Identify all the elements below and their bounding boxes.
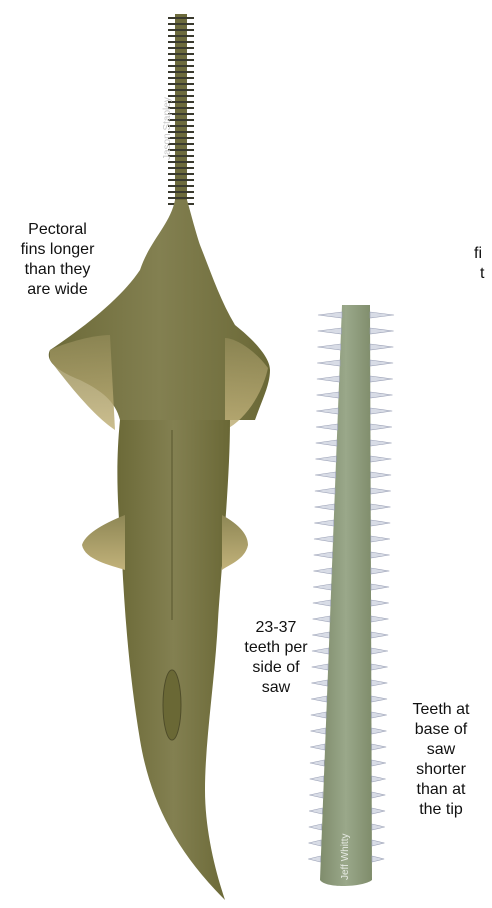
saw-tooth-left — [316, 424, 338, 430]
saw-tooth-left — [310, 760, 324, 766]
saw-tooth-left — [317, 360, 340, 366]
saw-tooth-right — [371, 568, 389, 574]
saw-tooth-right — [370, 392, 392, 398]
saw-tooth-left — [310, 776, 324, 782]
saw-tooth-left — [309, 824, 322, 830]
saw-tooth-left — [315, 504, 335, 510]
saw-tooth-right — [372, 840, 385, 846]
saw-tooth-right — [370, 440, 391, 446]
saw-tooth-left — [315, 456, 336, 462]
saw-tooth-right — [371, 632, 388, 638]
saw-tooth-right — [372, 824, 385, 830]
saw-tooth-right — [370, 312, 394, 318]
cropped-annotation: fi t — [474, 244, 492, 284]
saw-tooth-right — [370, 424, 392, 430]
saw-tooth-right — [370, 408, 392, 414]
credit-jeff-whitty: Jeff Whitty — [340, 834, 351, 881]
pectoral-fins-annotation: Pectoral fins longer than they are wide — [0, 220, 115, 300]
saw-tooth-left — [311, 712, 326, 718]
saw-tooth-right — [370, 376, 393, 382]
saw-tooth-left — [317, 376, 340, 382]
saw-tooth-left — [316, 408, 338, 414]
saw-tooth-left — [313, 616, 330, 622]
saw-tooth-left — [315, 488, 335, 494]
saw-tooth-right — [371, 584, 389, 590]
saw-tooth-right — [371, 680, 387, 686]
saw-tooth-left — [314, 520, 334, 526]
saw-tooth-right — [371, 696, 387, 702]
saw-tooth-right — [370, 344, 393, 350]
saw-tooth-right — [371, 520, 391, 526]
saw-tooth-right — [372, 776, 386, 782]
saw-tooth-right — [371, 664, 387, 670]
saw-tooth-left — [314, 536, 333, 542]
saw-tooth-right — [370, 360, 393, 366]
saw-tooth-right — [370, 328, 394, 334]
saw-tooth-right — [371, 472, 392, 478]
saw-tooth-left — [311, 728, 326, 734]
saw-tooth-right — [371, 536, 390, 542]
saw-tooth-left — [309, 808, 322, 814]
saw-tooth-left — [309, 792, 323, 798]
saw-tooth-left — [314, 552, 333, 558]
saw-tooth-right — [371, 616, 388, 622]
saw-tooth-left — [313, 584, 331, 590]
saw-tooth-left — [308, 856, 320, 862]
teeth-base-annotation: Teeth at base of saw shorter than at the… — [400, 700, 482, 820]
saw-tooth-left — [315, 472, 336, 478]
saw-tooth-left — [313, 568, 331, 574]
saw-tooth-right — [371, 728, 386, 734]
saw-tooth-left — [310, 744, 325, 750]
saw-tooth-right — [372, 856, 384, 862]
saw-tooth-left — [317, 392, 339, 398]
saw-tooth-right — [371, 456, 392, 462]
saw-tooth-left — [318, 328, 342, 334]
saw-tooth-right — [371, 600, 389, 606]
saw-tooth-left — [308, 840, 321, 846]
saw-tooth-right — [371, 712, 386, 718]
saw-tooth-right — [371, 504, 391, 510]
saw-tooth-right — [372, 760, 386, 766]
saw-tooth-left — [317, 344, 340, 350]
saw-tooth-left — [316, 440, 337, 446]
teeth-count-annotation: 23-37 teeth per side of saw — [237, 618, 315, 698]
saw-tooth-right — [371, 488, 391, 494]
credit-jason-stapley: Jason Stapley — [162, 97, 173, 160]
saw-tooth-left — [318, 312, 342, 318]
saw-tooth-right — [372, 792, 386, 798]
saw-tooth-right — [371, 552, 390, 558]
saw-tooth-right — [372, 744, 387, 750]
saw-tooth-right — [371, 648, 388, 654]
saw-tooth-left — [313, 600, 331, 606]
saw-tooth-right — [372, 808, 385, 814]
saw-blade — [320, 305, 372, 886]
